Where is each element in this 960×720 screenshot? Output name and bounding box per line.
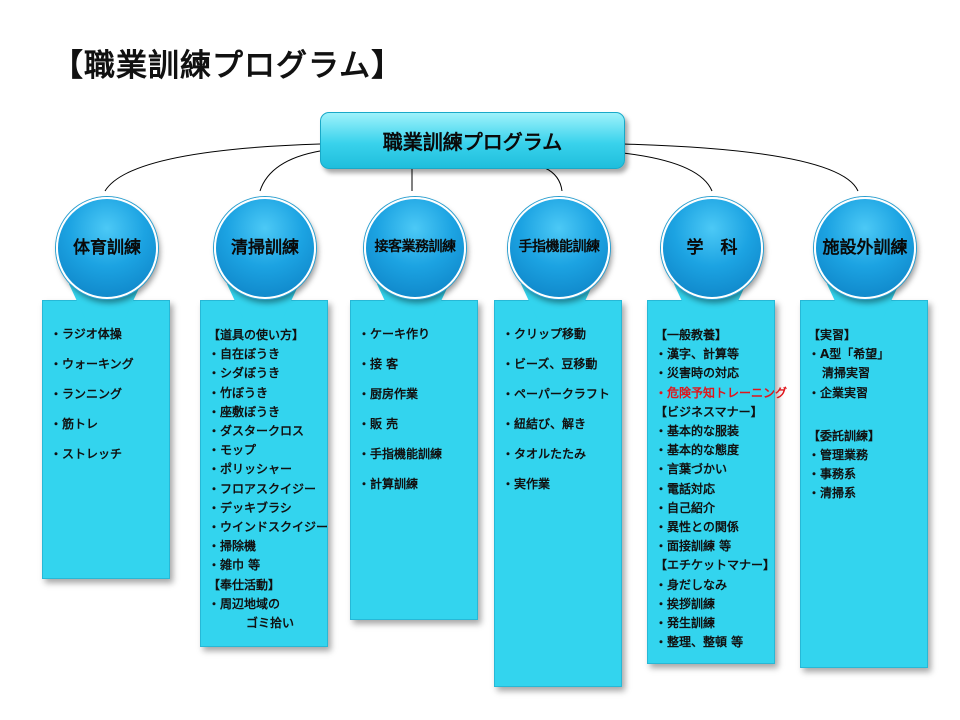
- page-title: 【職業訓練プログラム】: [52, 48, 404, 84]
- list-item: ・A型「希望」: [808, 347, 890, 362]
- list-item: 【ビジネスマナー】: [655, 404, 763, 419]
- list-item: 【委託訓練】: [808, 428, 881, 443]
- list-item: ・発生訓練: [655, 616, 716, 631]
- list-item: ・身だしなみ: [655, 577, 728, 592]
- list-item: ・ダスタークロス: [208, 424, 305, 439]
- list-item: ・企業実習: [808, 385, 869, 400]
- list-item: ・言葉づかい: [655, 462, 728, 477]
- column-panel-off-site-training: 【実習】 ・A型「希望」 清掃実習 ・企業実習 【委託訓練】 ・管理業務 ・事務…: [800, 300, 928, 668]
- connector-line-5: [622, 152, 713, 192]
- column-list: 【一般教養】 ・漢字、計算等 ・災害時の対応 ・危険予知トレーニング 【ビジネス…: [655, 326, 788, 652]
- list-item: ・基本的な服装: [655, 424, 740, 439]
- list-item: ・掃除機: [208, 539, 257, 554]
- list-item: ・モップ: [208, 443, 257, 458]
- list-item: ・事務系: [808, 467, 857, 482]
- list-item: ・厨房作業: [358, 387, 419, 401]
- connector-line-1: [104, 143, 321, 192]
- column-panel-cleaning-training: 【道具の使い方】 ・自在ぼうき ・シダぼうき ・竹ぼうき ・座敷ぼうき ・ダスタ…: [200, 300, 328, 647]
- list-item: ・手指機能訓練: [358, 447, 443, 461]
- list-item: ・自己紹介: [655, 500, 716, 515]
- column-header-finger-function-training: 手指機能訓練: [508, 197, 610, 299]
- list-item: ・クリップ移動: [502, 327, 587, 341]
- column-list: 【実習】 ・A型「希望」 清掃実習 ・企業実習 【委託訓練】 ・管理業務 ・事務…: [808, 326, 925, 504]
- list-item: ・シダぼうき: [208, 366, 281, 381]
- list-item: ・異性との関係: [655, 520, 739, 535]
- column-header-label: 体育訓練: [73, 237, 141, 258]
- connector-line-6: [622, 143, 859, 192]
- list-item: ・ランニング: [50, 387, 123, 401]
- column-list: ・ケーキ作り ・接 客 ・厨房作業 ・販 売 ・手指機能訓練 ・計算訓練: [358, 325, 475, 505]
- list-item: ・雑巾 等: [208, 558, 261, 573]
- list-item: 【奉仕活動】: [208, 577, 281, 592]
- list-item: ・ウォーキング: [50, 357, 134, 371]
- list-item: ・ウインドスクイジー: [208, 520, 329, 535]
- list-item: 【一般教養】: [655, 328, 728, 342]
- list-item: 【エチケットマナー】: [655, 558, 776, 573]
- column-list: ・クリップ移動 ・ビーズ、豆移動 ・ペーパークラフト ・紐結び、解き ・タオルた…: [502, 325, 619, 505]
- column-header-label: 手指機能訓練: [518, 239, 601, 256]
- list-item: ・漢字、計算等: [655, 347, 740, 362]
- column-header-physical-training: 体育訓練: [56, 197, 158, 299]
- list-item: ゴミ拾い: [246, 616, 295, 631]
- list-item: ・面接訓練 等: [655, 539, 732, 554]
- column-list: 【道具の使い方】 ・自在ぼうき ・シダぼうき ・竹ぼうき ・座敷ぼうき ・ダスタ…: [208, 326, 329, 633]
- list-item: ・計算訓練: [358, 477, 419, 491]
- list-item: ・ペーパークラフト: [502, 387, 610, 401]
- list-item: ・基本的な態度: [655, 443, 740, 458]
- list-item: ・災害時の対応: [655, 366, 740, 381]
- column-list: ・ラジオ体操 ・ウォーキング ・ランニング ・筋トレ ・ストレッチ: [50, 325, 167, 475]
- list-item: ・ビーズ、豆移動: [502, 357, 598, 371]
- list-item: ・接 客: [358, 357, 399, 371]
- list-item: ・清掃系: [808, 486, 857, 501]
- column-header-cleaning-training: 清掃訓練: [214, 197, 316, 299]
- list-item: ・ラジオ体操: [50, 327, 122, 341]
- list-item: ・周辺地域の: [208, 596, 281, 611]
- column-header-customer-service-training: 接客業務訓練: [364, 197, 466, 299]
- column-header-label: 学 科: [686, 237, 738, 258]
- list-item: ・座敷ぼうき: [208, 404, 281, 419]
- list-item: 清掃実習: [822, 366, 871, 381]
- column-header-label: 接客業務訓練: [374, 239, 457, 256]
- root-node: 職業訓練プログラム: [320, 112, 625, 169]
- column-header-academics: 学 科: [661, 197, 763, 299]
- connector-line-2: [259, 150, 321, 192]
- column-header-label: 施設外訓練: [822, 237, 908, 258]
- list-item: ・自在ぼうき: [208, 347, 281, 362]
- column-header-off-site-training: 施設外訓練: [814, 197, 916, 299]
- list-item: ・ポリッシャー: [208, 462, 293, 477]
- list-spacer: [808, 403, 925, 427]
- column-panel-customer-service-training: ・ケーキ作り ・接 客 ・厨房作業 ・販 売 ・手指機能訓練 ・計算訓練: [350, 300, 478, 620]
- list-item: ・販 売: [358, 417, 399, 431]
- connector-line-4: [544, 167, 563, 192]
- list-item: ・フロアスクイジー: [208, 481, 317, 496]
- list-item: ・竹ぼうき: [208, 385, 269, 400]
- list-item: ・ストレッチ: [50, 447, 123, 461]
- list-item: ・挨拶訓練: [655, 596, 716, 611]
- list-item: 【道具の使い方】: [208, 328, 305, 342]
- list-item: ・管理業務: [808, 448, 869, 463]
- list-item: ・紐結び、解き: [502, 417, 587, 431]
- list-item: ・タオルたたみ: [502, 447, 587, 461]
- column-panel-physical-training: ・ラジオ体操 ・ウォーキング ・ランニング ・筋トレ ・ストレッチ: [42, 300, 170, 579]
- list-item: ・ケーキ作り: [358, 327, 431, 341]
- list-item: ・電話対応: [655, 481, 716, 496]
- column-panel-finger-function-training: ・クリップ移動 ・ビーズ、豆移動 ・ペーパークラフト ・紐結び、解き ・タオルた…: [494, 300, 622, 687]
- list-item: ・筋トレ: [50, 417, 99, 431]
- list-item: ・実作業: [502, 477, 551, 491]
- column-panel-academics: 【一般教養】 ・漢字、計算等 ・災害時の対応 ・危険予知トレーニング 【ビジネス…: [647, 300, 788, 664]
- list-item-highlight: ・危険予知トレーニング: [655, 385, 788, 400]
- column-header-label: 清掃訓練: [231, 237, 299, 258]
- list-item: ・整理、整頓 等: [655, 635, 744, 650]
- list-item: ・デッキブラシ: [208, 500, 292, 515]
- list-item: 【実習】: [808, 328, 857, 342]
